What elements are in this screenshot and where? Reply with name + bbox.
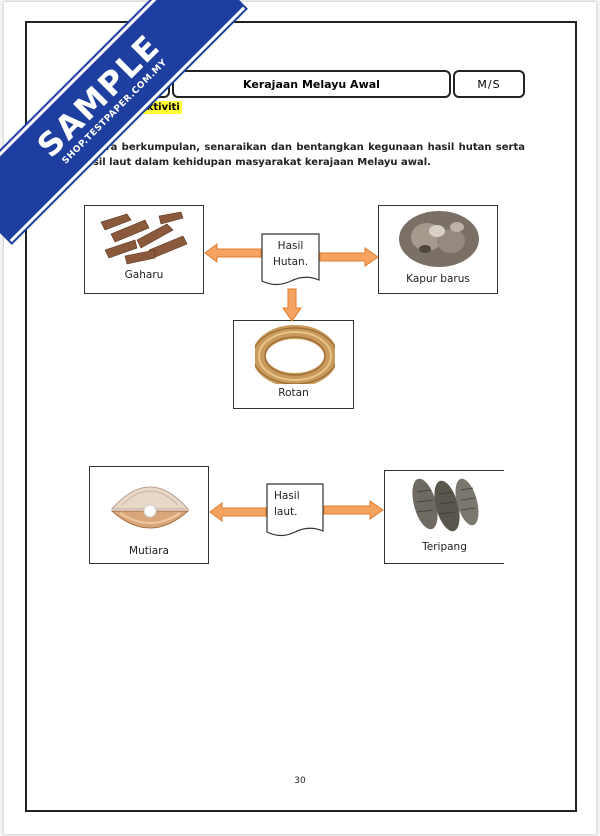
rattan-image <box>255 325 335 384</box>
sea-cucumber-image <box>412 478 479 532</box>
card-label: Mutiara <box>129 545 169 557</box>
document-shape <box>266 483 324 537</box>
page-number: 30 <box>294 776 306 786</box>
arrow-right-teripang <box>323 500 384 520</box>
page-border <box>25 21 577 812</box>
card-rotan: Rotan <box>233 320 354 409</box>
card-kapur-barus: Kapur barus <box>378 205 498 294</box>
arrow-right-kapur-barus <box>319 247 379 267</box>
arrow-left-mutiara <box>209 502 267 522</box>
page-label: M/S <box>477 77 501 91</box>
pearl-oyster-image <box>110 486 190 529</box>
document-shape <box>261 233 320 286</box>
card-label: Teripang <box>422 541 467 553</box>
camphor-image <box>399 211 479 267</box>
page-label-box: M/S <box>453 70 525 98</box>
card-label: Kapur barus <box>406 273 470 285</box>
chapter-title-box: Kerajaan Melayu Awal <box>172 70 451 98</box>
card-gaharu: Gaharu <box>84 205 204 294</box>
arrow-down-rotan <box>282 288 302 322</box>
card-mutiara: Mutiara <box>89 466 209 564</box>
chapter-title: Kerajaan Melayu Awal <box>243 77 380 91</box>
card-label: Rotan <box>278 387 309 399</box>
instruction-text: Secara berkumpulan, senaraikan dan benta… <box>79 142 525 168</box>
card-teripang: Teripang <box>384 470 504 564</box>
arrow-left-gaharu <box>204 243 262 263</box>
card-label: Gaharu <box>124 269 164 281</box>
agarwood-image <box>100 211 188 265</box>
